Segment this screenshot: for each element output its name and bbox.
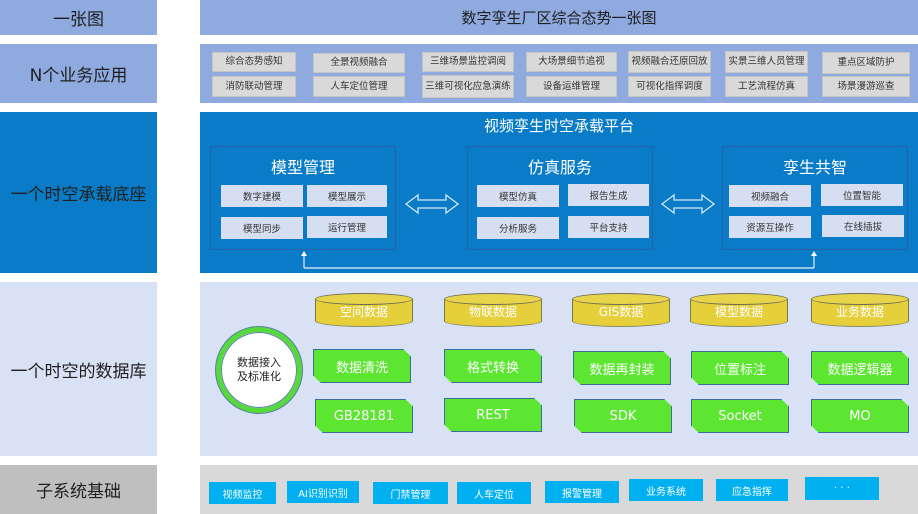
data-store-label: 模型数据 [714,305,763,319]
group-title: 模型管理 [270,158,335,177]
data-store[interactable]: 空间数据 [315,293,413,329]
protocol-box[interactable]: SDK [574,399,672,433]
protocol-box[interactable]: MO [811,399,909,433]
hub-line: 及标准化 [237,370,281,383]
app-item[interactable]: 实景三维人员管理 [725,51,808,73]
service-item[interactable]: 分析服务 [477,217,559,239]
process-box[interactable]: 数据清洗 [313,349,411,383]
app-item[interactable]: 三维场景监控调阅 [422,52,514,72]
process-box[interactable]: 格式转换 [444,349,542,383]
row-label-text: 子系统基础 [36,482,121,502]
app-item[interactable]: 人车定位管理 [313,76,405,97]
subsystem-item[interactable]: 应急指挥 [716,479,788,501]
app-item[interactable]: 可视化指挥调度 [628,76,711,97]
app-item[interactable]: 视频融合还原回放 [628,51,711,73]
process-box[interactable]: 数据逻辑器 [811,351,909,385]
process-box[interactable]: 数据再封装 [573,351,671,385]
row-label-apps: N个业务应用 [0,44,157,103]
app-item[interactable]: 大场景细节追视 [526,52,617,72]
row-label-text: 一个时空承载底座 [10,185,147,205]
app-item[interactable]: 设备运维管理 [526,76,617,97]
data-store[interactable]: 业务数据 [811,293,909,329]
app-item[interactable]: 三维可视化应急演练 [422,75,514,98]
app-item[interactable]: 综合态势感知 [212,52,296,72]
group-title: 仿真服务 [527,158,592,177]
data-store-label: 物联数据 [468,305,517,319]
service-item[interactable]: 运行管理 [307,216,387,238]
service-item[interactable]: 在线插拔 [822,215,904,237]
service-item[interactable]: 模型展示 [307,185,387,207]
app-item[interactable]: 场景漫游巡查 [822,76,910,97]
row-label-text: N个业务应用 [29,66,128,86]
platform-title: 视频孪生时空承载平台 [483,117,634,135]
row-label-platform: 一个时空承载底座 [0,112,157,273]
double-arrow-icon [660,193,716,215]
protocol-box[interactable]: REST [444,398,542,432]
map-panel: 数字孪生厂区综合态势一张图 [200,0,918,35]
subsystem-item[interactable]: 报警管理 [545,481,619,503]
app-item[interactable]: 消防联动管理 [212,76,296,97]
subsystems-panel: 视频监控 AI识别识别 门禁管理 人车定位 报警管理 业务系统 应急指挥 · ·… [200,465,918,514]
data-store[interactable]: 物联数据 [444,293,542,329]
service-item[interactable]: 模型同步 [221,217,303,239]
row-label-database: 一个时空的数据库 [0,282,157,456]
data-store-label: 业务数据 [835,305,884,319]
service-item[interactable]: 报告生成 [568,184,649,206]
map-title: 数字孪生厂区综合态势一张图 [461,9,657,27]
data-store-label: GIS数据 [598,305,644,319]
process-box[interactable]: 位置标注 [691,351,789,385]
service-item[interactable]: 模型仿真 [477,185,559,207]
service-item[interactable]: 数字建模 [221,185,303,207]
subsystem-item[interactable]: 业务系统 [629,479,703,501]
subsystem-item[interactable]: 门禁管理 [373,482,448,504]
protocol-box[interactable]: Socket [691,399,789,433]
protocol-box[interactable]: GB28181 [315,399,413,433]
data-store[interactable]: 模型数据 [690,293,788,329]
row-label-text: 一张图 [53,10,104,30]
service-item[interactable]: 视频融合 [729,185,811,207]
row-label-map: 一张图 [0,0,157,35]
double-arrow-icon [404,193,460,215]
data-store-label: 空间数据 [339,305,388,319]
group-simulation-service: 仿真服务 模型仿真 报告生成 分析服务 平台支持 [467,146,653,250]
app-item[interactable]: 重点区域防护 [822,52,910,74]
feedback-connector [301,251,817,269]
group-model-management: 模型管理 数字建模 模型展示 模型同步 运行管理 [210,146,396,250]
data-access-hub: 数据接入及标准化 [216,327,302,413]
subsystem-item[interactable]: AI识别识别 [287,481,359,503]
row-label-subsystems: 子系统基础 [0,465,157,514]
service-item[interactable]: 资源互操作 [729,216,811,238]
group-title: 孪生共智 [782,158,847,177]
hub-line: 数据接入 [237,356,281,369]
service-item[interactable]: 平台支持 [568,216,649,238]
group-twin-intelligence: 孪生共智 视频融合 位置智能 资源互操作 在线插拔 [722,146,908,250]
apps-panel: 综合态势感知 全景视频融合 三维场景监控调阅 大场景细节追视 视频融合还原回放 … [200,44,918,103]
data-store[interactable]: GIS数据 [572,293,670,329]
service-item[interactable]: 位置智能 [821,184,903,206]
app-item[interactable]: 全景视频融合 [313,53,405,73]
subsystem-item[interactable]: 视频监控 [209,482,276,504]
platform-panel: 视频孪生时空承载平台 模型管理 数字建模 模型展示 模型同步 运行管理 仿真服务… [200,112,918,273]
row-label-text: 一个时空的数据库 [10,361,147,382]
more-subsystems-button[interactable]: · · · [805,477,879,500]
subsystem-item[interactable]: 人车定位 [457,482,531,504]
app-item[interactable]: 工艺流程仿真 [725,76,808,97]
